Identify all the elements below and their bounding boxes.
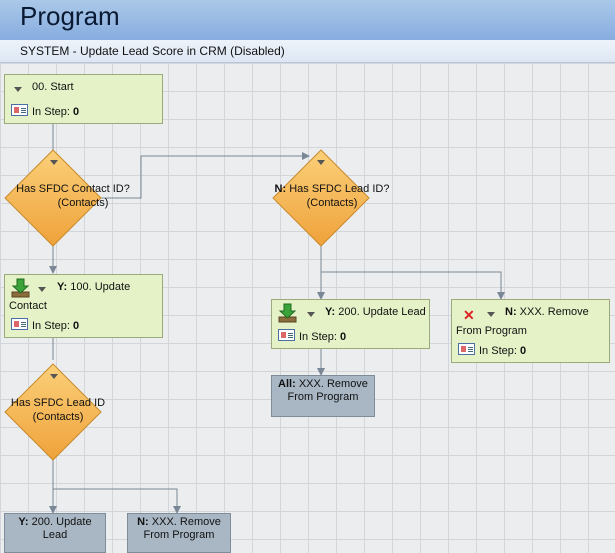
decision-diamond-2[interactable] <box>272 149 370 247</box>
step-label-text-2: Contact <box>9 300 47 312</box>
step-label-text: XXX. Remove <box>151 516 221 528</box>
step-label-text-2: Lead <box>42 529 68 541</box>
chevron-down-icon[interactable] <box>50 374 58 379</box>
link-decision3-bottom-remove <box>52 460 181 514</box>
bottom-update-lead-node[interactable]: Y: 200. Update Lead <box>4 513 106 553</box>
decision-2-line1: Has SFDC Lead ID? <box>289 183 390 195</box>
step-prefix: Y: <box>18 516 29 528</box>
update-lead-node[interactable]: Y: 200. Update Lead In Step: 0 <box>271 299 430 349</box>
decision-3-line1: Has SFDC Lead ID <box>10 397 106 409</box>
step-prefix: N: <box>137 516 149 528</box>
sync-crm-icon <box>11 278 30 298</box>
decision-diamond-1[interactable] <box>4 149 102 247</box>
step-label-text-2: From Program <box>287 391 359 403</box>
sub-header: SYSTEM - Update Lead Score in CRM (Disab… <box>0 40 615 63</box>
decision-2-prefix: N: <box>274 183 287 195</box>
all-remove-node[interactable]: All: XXX. Remove From Program <box>271 375 375 417</box>
decision-diamond-3[interactable] <box>4 363 102 461</box>
step-prefix: N: <box>505 306 517 318</box>
link-decision2-remove <box>320 246 505 300</box>
sync-crm-icon <box>278 303 297 323</box>
step-count: 0 <box>72 320 80 332</box>
step-prefix: Y: <box>57 281 68 293</box>
step-label-text-2: From Program <box>456 325 527 337</box>
remove-x-icon: ✕ <box>463 307 475 323</box>
step-prefix: Y: <box>325 306 336 318</box>
step-label: In Step: <box>479 345 517 357</box>
lead-card-icon <box>458 343 475 355</box>
chevron-down-icon[interactable] <box>38 287 46 292</box>
decision-1-line2: (Contacts) <box>57 197 109 209</box>
step-label-text: XXX. Remove <box>519 306 589 318</box>
step-count: 0 <box>519 345 527 357</box>
decision-2-line2: (Contacts) <box>306 197 358 209</box>
title-bar: Program <box>0 0 615 40</box>
page-title: Program <box>20 1 120 31</box>
step-label-text: XXX. Remove <box>298 378 368 390</box>
lead-card-icon <box>11 318 28 330</box>
decision-2-label: N: Has SFDC Lead ID? (Contacts) <box>262 182 402 210</box>
bottom-remove-node[interactable]: N: XXX. Remove From Program <box>127 513 231 553</box>
step-label: In Step: <box>299 331 337 343</box>
decision-3-line2: (Contacts) <box>32 411 84 423</box>
step-label-text: 200. Update Lead <box>338 306 426 318</box>
remove-from-program-node[interactable]: ✕ N: XXX. Remove From Program In Step: 0 <box>451 299 610 363</box>
update-contact-node[interactable]: Y: 100. Update Contact In Step: 0 <box>4 274 163 338</box>
decision-3-label: Has SFDC Lead ID (Contacts) <box>0 396 119 424</box>
link-decision1-decision2 <box>101 152 310 199</box>
program-name: SYSTEM - Update Lead Score in CRM (Disab… <box>20 44 285 58</box>
step-prefix: All: <box>278 378 296 390</box>
step-label-text: 100. Update <box>70 281 131 293</box>
decision-1-label: Has SFDC Contact ID? (Contacts) <box>0 182 146 210</box>
start-node[interactable]: 00. Start In Step: 0 <box>4 74 163 124</box>
lead-card-icon <box>278 329 295 341</box>
step-label: In Step: <box>32 106 70 118</box>
chevron-down-icon[interactable] <box>307 312 315 317</box>
lead-card-icon <box>11 104 28 116</box>
decision-1-line1: Has SFDC Contact ID? <box>16 183 130 195</box>
chevron-down-icon[interactable] <box>487 312 495 317</box>
chevron-down-icon[interactable] <box>50 160 58 165</box>
chevron-down-icon[interactable] <box>14 87 22 92</box>
step-count: 0 <box>72 106 80 118</box>
step-count: 0 <box>339 331 347 343</box>
chevron-down-icon[interactable] <box>317 160 325 165</box>
step-label-text-2: From Program <box>143 529 215 541</box>
step-label-text: 200. Update <box>31 516 92 528</box>
step-label: In Step: <box>32 320 70 332</box>
start-node-label: 00. Start <box>32 81 74 93</box>
